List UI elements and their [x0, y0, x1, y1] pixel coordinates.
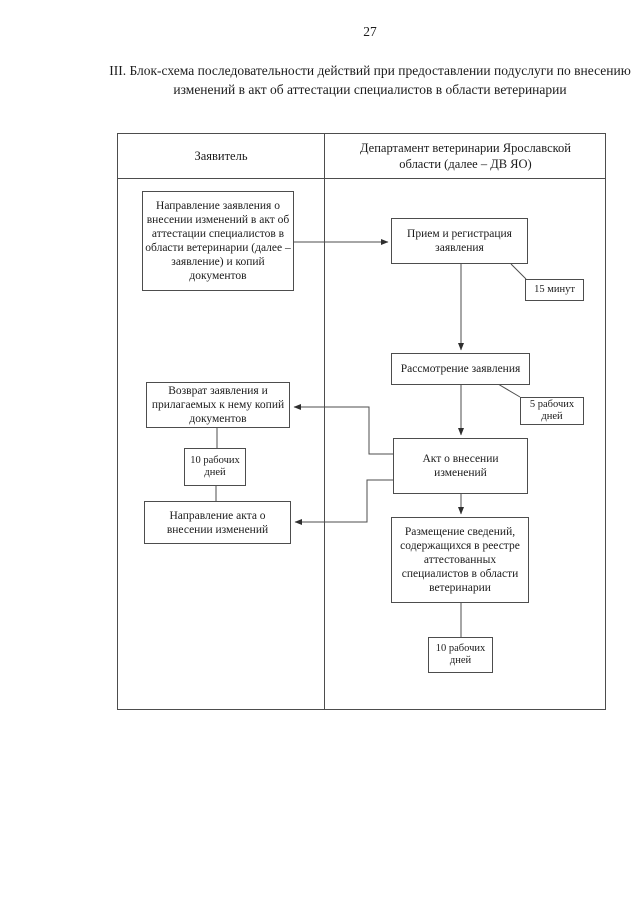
page-title: III. Блок-схема последовательности дейст…: [109, 63, 631, 97]
header-divider-line: [118, 178, 605, 179]
page-number: 27: [363, 24, 377, 39]
flowchart-table: Заявитель Департамент ветеринарии Яросла…: [117, 133, 606, 710]
column-header-department: Департамент ветеринарии Ярославской обла…: [359, 141, 571, 171]
node-review: Рассмотрение заявления: [391, 353, 530, 385]
column-divider-line: [324, 134, 325, 709]
column-header-applicant: Заявитель: [194, 149, 248, 163]
node-return-time: 10 рабочих дней: [184, 448, 246, 486]
node-review-time: 5 рабочих дней: [520, 397, 584, 425]
node-send-application: Направление заявления о внесении изменен…: [142, 191, 294, 291]
node-reception-time: 15 минут: [525, 279, 584, 301]
connector-reception-to-time: [510, 263, 527, 280]
node-act: Акт о внесении изменений: [393, 438, 528, 494]
node-reception: Прием и регистрация заявления: [391, 218, 528, 264]
connector-act-to-send-act: [294, 479, 393, 525]
node-publish: Размещение сведений, содержащихся в реес…: [391, 517, 529, 603]
node-return-application: Возврат заявления и прилагаемых к нему к…: [146, 382, 290, 428]
node-publish-time: 10 рабочих дней: [428, 637, 493, 673]
connector-review-to-time: [497, 383, 521, 398]
node-send-act: Направление акта о внесении изменений: [144, 501, 291, 544]
connector-act-to-return: [293, 404, 393, 455]
